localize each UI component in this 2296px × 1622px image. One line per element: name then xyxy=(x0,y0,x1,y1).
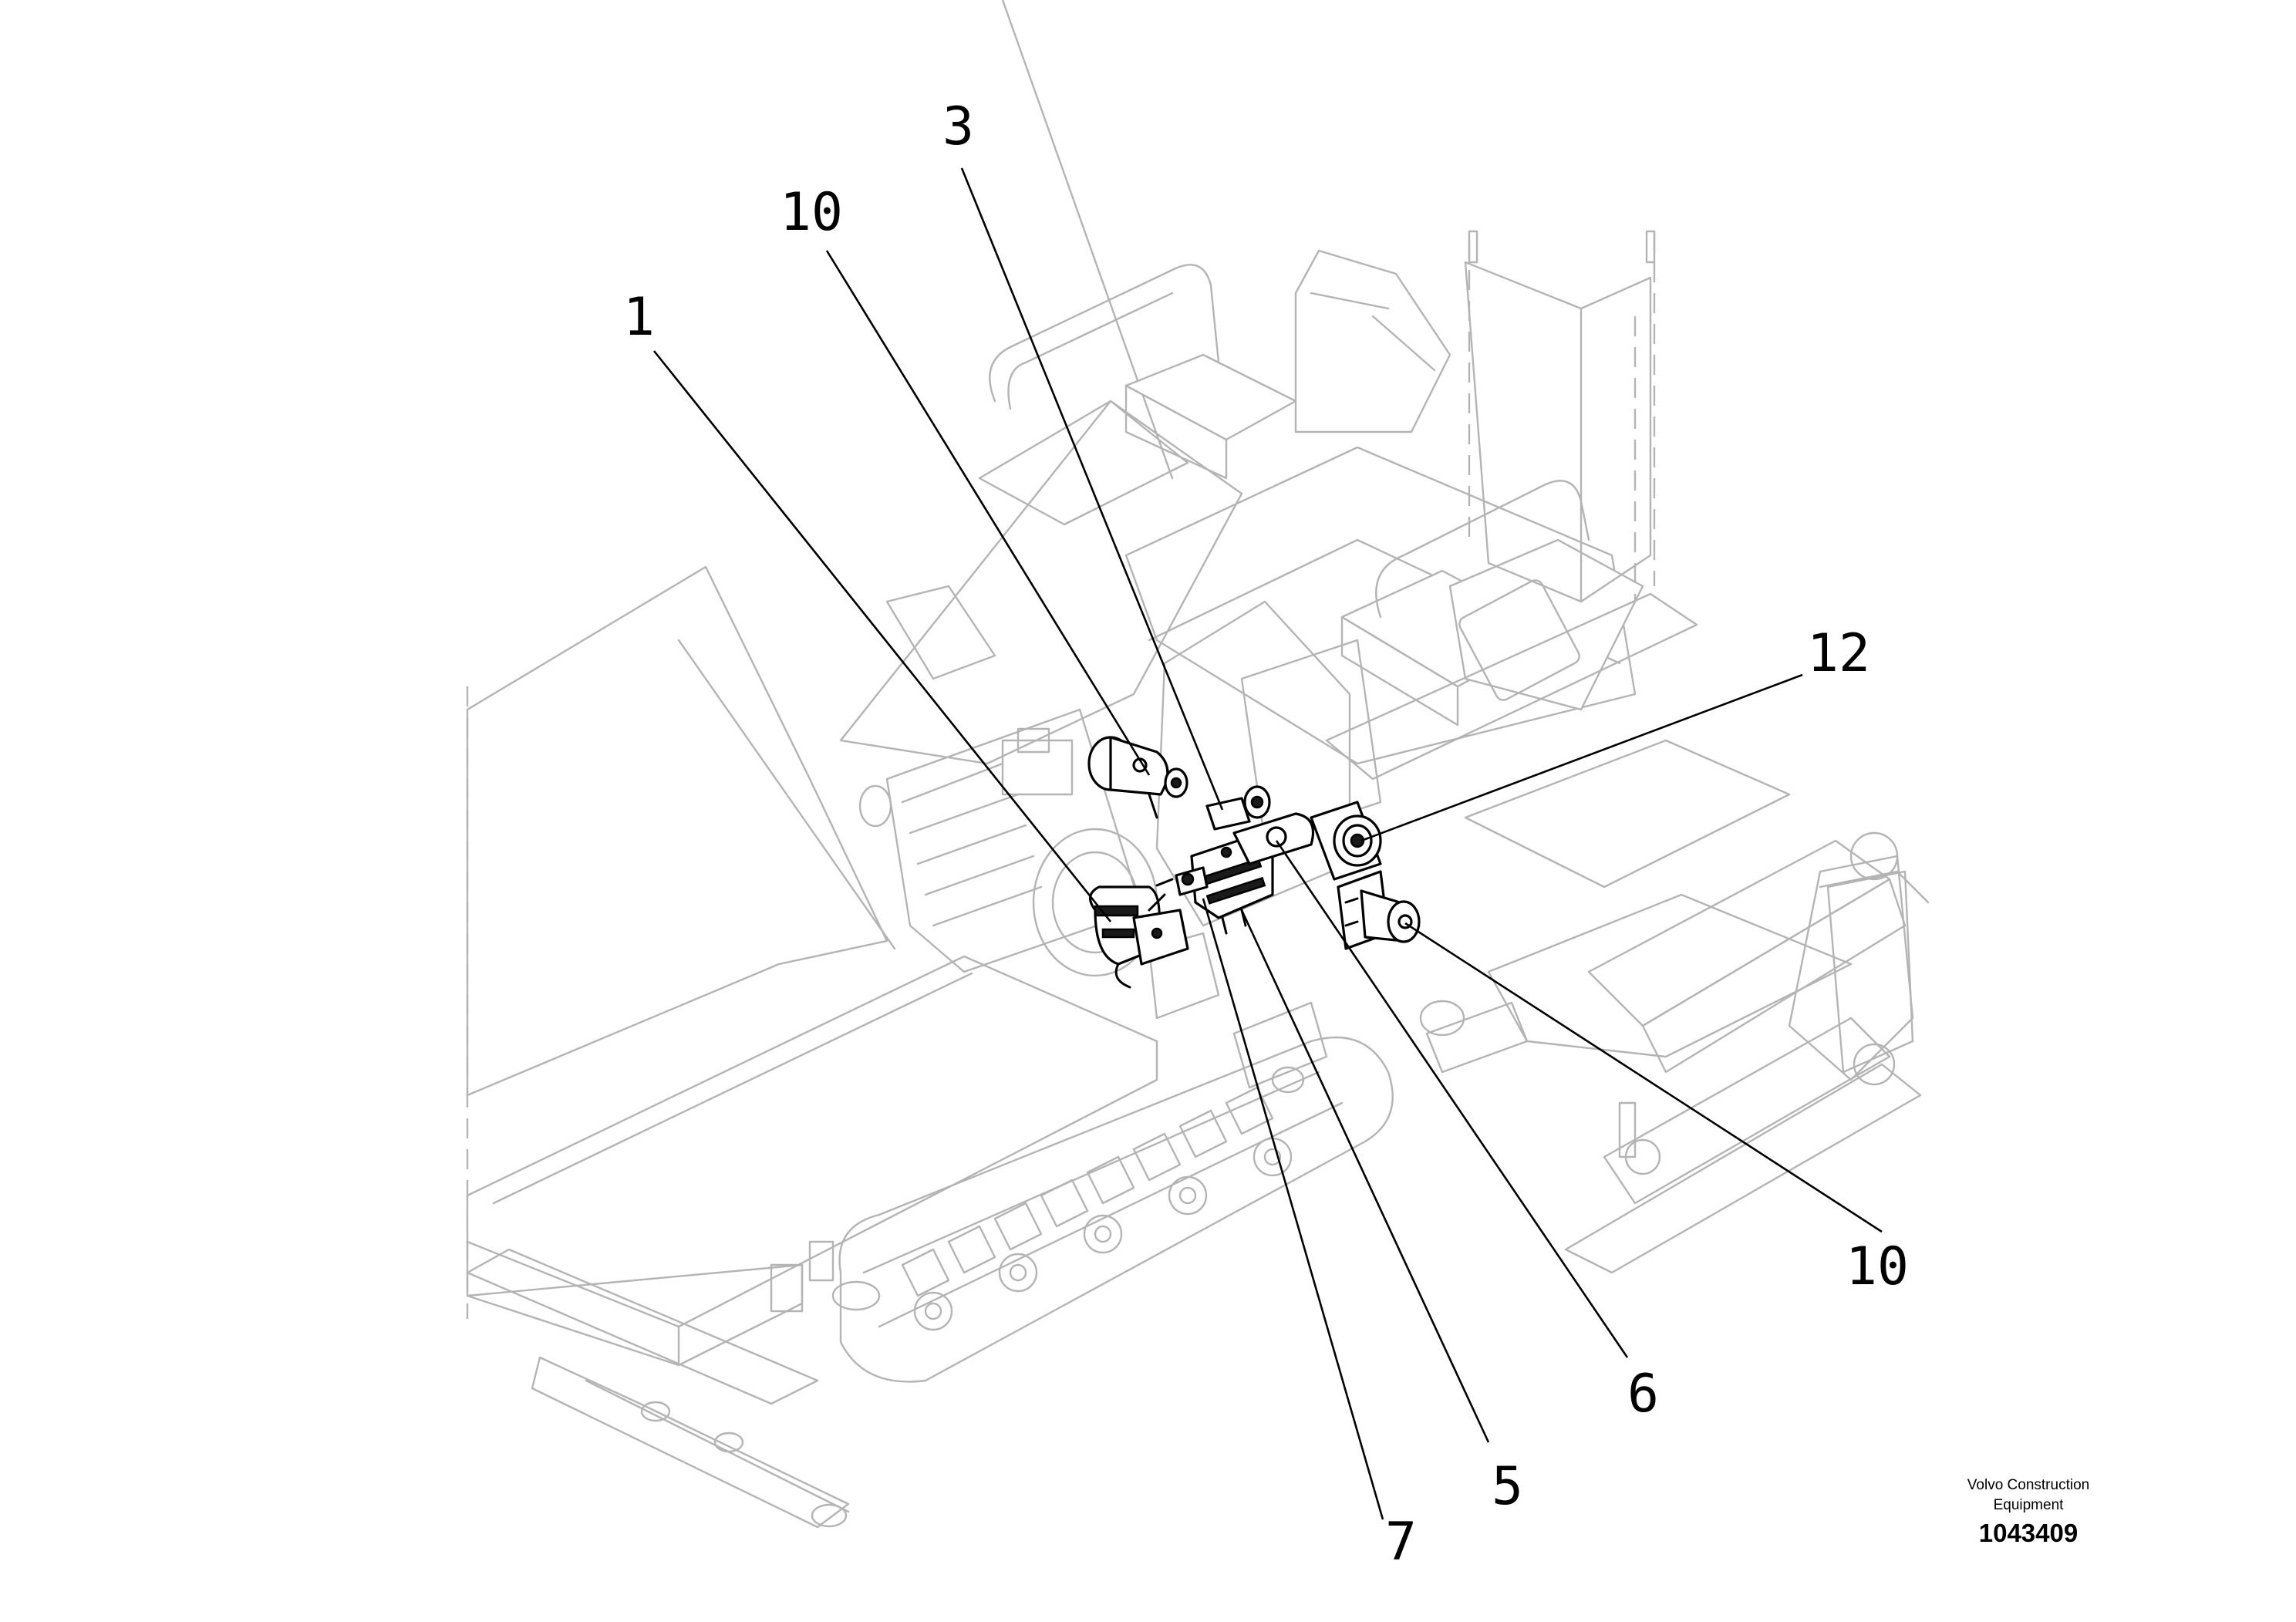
pump-upper-middle xyxy=(1243,785,1271,819)
connector-12 xyxy=(1310,801,1382,881)
leader-3 xyxy=(960,167,1224,811)
leader-1 xyxy=(652,350,1112,922)
highlighted-parts xyxy=(1087,736,1421,989)
callout-10-top: 10 xyxy=(780,182,843,243)
callout-1: 1 xyxy=(623,287,655,348)
callout-labels: 3 10 1 12 10 6 5 7 xyxy=(623,96,1909,1573)
brand-line-1: Volvo Construction xyxy=(1967,1477,2089,1493)
callout-5: 5 xyxy=(1492,1456,1523,1517)
brand-line-2: Equipment xyxy=(1994,1497,2065,1513)
machine-outline xyxy=(466,0,1930,1529)
leader-10-bottom xyxy=(1404,922,1883,1233)
footer: Volvo Construction Equipment 1043409 xyxy=(1967,1477,2089,1547)
leader-5 xyxy=(1240,909,1490,1443)
callout-7: 7 xyxy=(1385,1512,1417,1573)
leader-6 xyxy=(1275,840,1629,1358)
callout-10-bottom: 10 xyxy=(1846,1236,1909,1297)
valve-1 xyxy=(1089,885,1189,989)
callout-12: 12 xyxy=(1807,623,1870,684)
callout-6: 6 xyxy=(1627,1364,1659,1425)
valve-manifold xyxy=(1155,797,1315,935)
leader-7 xyxy=(1202,898,1384,1520)
valve-10-upper xyxy=(1087,736,1188,819)
leader-lines xyxy=(652,167,1883,1520)
callout-3: 3 xyxy=(942,96,974,157)
valve-10-lower xyxy=(1337,870,1421,950)
reference-number: 1043409 xyxy=(1979,1519,2078,1547)
leader-10-top xyxy=(825,250,1151,776)
leader-12 xyxy=(1360,673,1803,842)
